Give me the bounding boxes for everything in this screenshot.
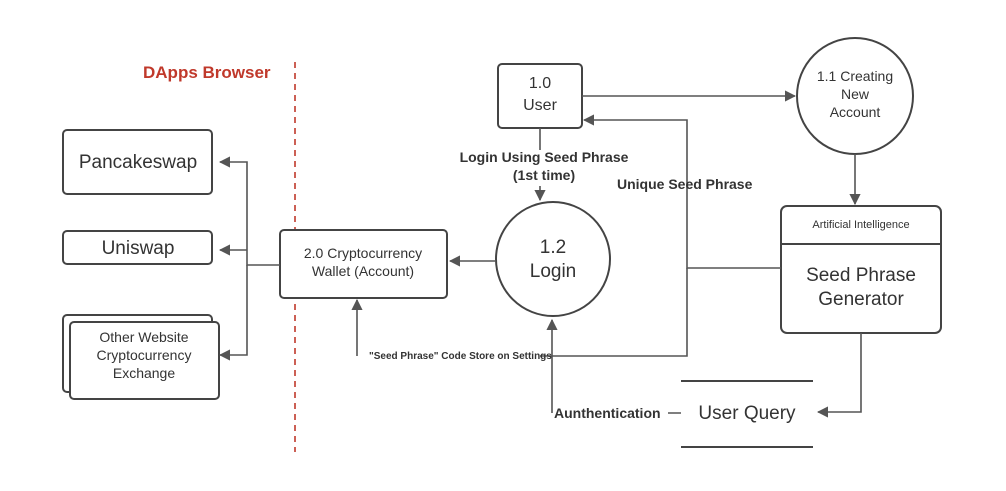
wallet-line-2: Wallet (Account) <box>312 263 414 279</box>
ai-header-label: Artificial Intelligence <box>812 219 909 231</box>
uniswap-label: Uniswap <box>102 238 175 259</box>
code-store-arrow <box>357 268 688 357</box>
login-line-1: 1.2 <box>540 237 566 258</box>
pancakeswap-label: Pancakeswap <box>79 152 197 173</box>
code-store-label: "Seed Phrase" Code Store on Settings <box>369 351 552 362</box>
user-query-to-login-arrow <box>552 320 681 414</box>
wallet-to-other-exchange-arrow <box>218 265 248 361</box>
login-seed-label-2: (1st time) <box>513 167 575 183</box>
other-exchange-line-2: Cryptocurrency <box>97 347 192 363</box>
dapps-browser-title: DApps Browser <box>143 63 271 82</box>
uniswap-node: Uniswap <box>62 230 213 265</box>
creating-account-line-2: New <box>841 86 870 102</box>
login-node: 1.2 Login <box>495 201 611 317</box>
pancakeswap-node: Pancakeswap <box>62 129 213 195</box>
wallet-node: 2.0 Cryptocurrency Wallet (Account) <box>279 229 448 299</box>
generator-to-user-query-arrow <box>816 333 862 418</box>
user-node: 1.0 User <box>497 63 583 129</box>
seed-generator-node: Artificial Intelligence Seed Phrase Gene… <box>780 205 942 334</box>
creating-account-line-1: 1.1 Creating <box>817 68 893 84</box>
creating-account-node: 1.1 Creating New Account <box>796 37 914 155</box>
wallet-to-pancakeswap-arrow <box>218 156 280 266</box>
login-seed-label-1: Login Using Seed Phrase <box>460 149 629 165</box>
other-exchange-line-1: Other Website <box>99 329 188 345</box>
user-line-2: User <box>523 97 557 114</box>
other-exchange-node: Other Website Cryptocurrency Exchange <box>62 314 220 400</box>
wallet-line-1: 2.0 Cryptocurrency <box>304 245 422 261</box>
login-line-2: Login <box>530 261 577 282</box>
user-line-1: 1.0 <box>529 75 551 92</box>
seed-generator-line-2: Generator <box>818 289 904 310</box>
seed-generator-line-1: Seed Phrase <box>806 265 916 286</box>
user-query-label: User Query <box>698 403 796 424</box>
authentication-label: Aunthentication <box>554 405 661 421</box>
creating-account-line-3: Account <box>830 104 881 120</box>
generator-to-user-arrow <box>582 114 781 269</box>
other-exchange-line-3: Exchange <box>113 365 175 381</box>
unique-seed-label: Unique Seed Phrase <box>617 176 753 192</box>
user-query-store: User Query <box>681 380 813 448</box>
